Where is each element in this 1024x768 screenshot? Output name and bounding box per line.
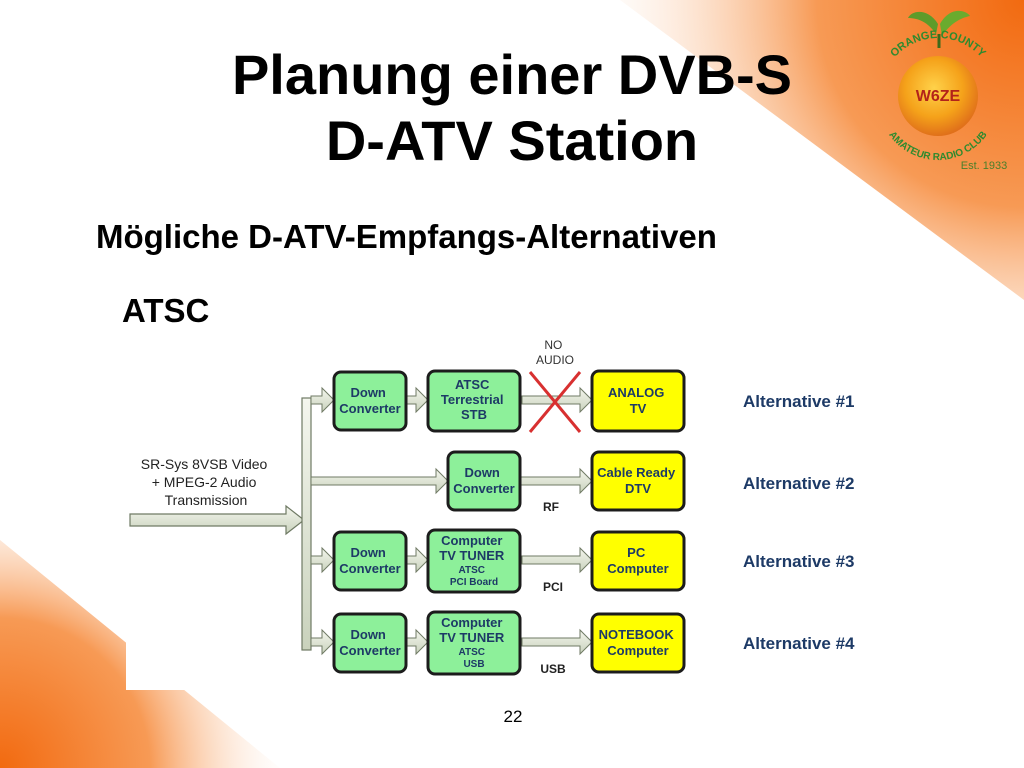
alternative-4-label: Alternative #4 [743, 634, 855, 653]
page-title: Planung einer DVB-S D-ATV Station [160, 42, 864, 174]
page-number: 22 [503, 707, 523, 726]
branch-arrow-2 [310, 467, 449, 495]
connector-arrow-3b [521, 546, 593, 574]
orange-icon [898, 56, 978, 136]
no-audio-line-1: NO [544, 338, 562, 352]
source-label-line-1: SR-Sys 8VSB Video [141, 456, 268, 472]
row2-down-converter-box [446, 450, 522, 512]
club-logo: ORANGE COUNTY AMATEUR RADIO CLUB W6ZE Es… [886, 10, 1007, 172]
row2-box1-text: Down Converter [453, 465, 514, 496]
row4-notebook-computer-box [590, 612, 686, 674]
branch-arrow-3 [310, 546, 335, 574]
row1-atsc-stb-box [426, 369, 522, 433]
row3-pc-computer-box [590, 530, 686, 592]
source-label-line-3: Transmission [165, 492, 248, 508]
row1-down-converter-box [332, 370, 408, 432]
title-line-1: Planung einer DVB-S [231, 43, 793, 106]
source-label: SR-Sys 8VSB Video + MPEG-2 Audio Transmi… [141, 456, 271, 508]
row3-box2-text: Computer TV TUNER ATSC PCI Board [439, 532, 508, 588]
subtitle: Mögliche D-ATV-Empfangs-Alternativen [96, 218, 717, 255]
branch-arrow-1 [310, 386, 335, 414]
connector-arrow-4a [406, 628, 429, 656]
connector-arrow-4b [521, 628, 593, 656]
row3-connector-label: PCI [543, 580, 563, 594]
input-arrow [129, 504, 305, 536]
alternative-3-label: Alternative #3 [743, 552, 855, 571]
row3-tv-tuner-box [426, 528, 522, 594]
leaf-icon [908, 10, 970, 48]
section-label: ATSC [122, 292, 210, 329]
row4-down-converter-box [332, 612, 408, 674]
atsc-diagram: SR-Sys 8VSB Video + MPEG-2 Audio Transmi… [126, 334, 886, 690]
row1-analog-tv-box [590, 369, 686, 433]
row4-tv-tuner-box [426, 610, 522, 676]
no-audio-label: NO AUDIO [536, 338, 574, 367]
source-label-line-2: + MPEG-2 Audio [152, 474, 257, 490]
row4-box2-text: Computer TV TUNER ATSC USB [439, 614, 508, 670]
row4-target-text: NOTEBOOK Computer [599, 627, 678, 658]
alternative-2-label: Alternative #2 [743, 474, 855, 493]
alternative-1-label: Alternative #1 [743, 392, 855, 411]
title-line-2: D-ATV Station [325, 109, 699, 172]
row4-box1-text: Down Converter [339, 627, 400, 658]
no-audio-cross-icon [528, 371, 582, 433]
row1-box2-text: ATSC Terrestrial STB [441, 377, 507, 422]
row2-connector-label: RF [543, 500, 559, 514]
branch-arrow-4 [310, 628, 335, 656]
logo-est: Est. 1933 [961, 160, 1007, 172]
row1-target-text: ANALOG TV [608, 385, 668, 416]
row2-cable-ready-dtv-box [590, 450, 686, 512]
row2-target-text: Cable Ready DTV [597, 465, 679, 496]
row3-box1-text: Down Converter [339, 545, 400, 576]
logo-callsign: W6ZE [916, 88, 961, 105]
row3-target-text: PC Computer [607, 545, 668, 576]
row4-connector-label: USB [540, 662, 566, 676]
no-audio-line-2: AUDIO [536, 353, 574, 367]
row1-box1-text: Down Converter [339, 385, 400, 416]
split-trunk [301, 397, 312, 651]
connector-arrow-1a [406, 386, 429, 414]
row3-down-converter-box [332, 530, 408, 592]
connector-arrow-2b [519, 467, 593, 495]
connector-arrow-3a [406, 546, 429, 574]
